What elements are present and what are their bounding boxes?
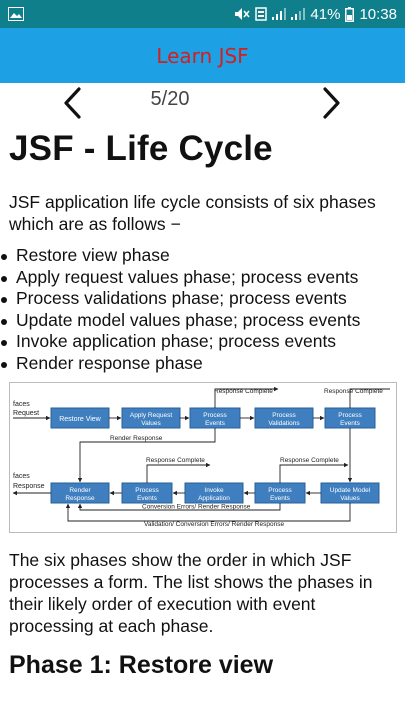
app-bar: Learn JSF bbox=[0, 28, 405, 83]
svg-text:Values: Values bbox=[340, 495, 360, 502]
lifecycle-diagram-svg: Restore View Apply Request Values Proces… bbox=[12, 386, 390, 528]
response-complete-label: Response Complete bbox=[214, 388, 273, 395]
battery-icon bbox=[345, 6, 355, 22]
svg-text:Invoke: Invoke bbox=[204, 487, 224, 494]
clock: 10:38 bbox=[359, 5, 397, 23]
restore-view-box: Restore View bbox=[50, 407, 110, 429]
top-row-arrows bbox=[13, 386, 390, 483]
svg-text:Process: Process bbox=[272, 412, 296, 419]
page-counter: 5/20 bbox=[150, 88, 190, 110]
svg-text:Values: Values bbox=[141, 420, 161, 427]
render-response-box: Render Response bbox=[50, 482, 110, 504]
svg-text:Render: Render bbox=[69, 487, 91, 494]
list-item: Render response phase bbox=[1, 353, 397, 375]
svg-text:Process: Process bbox=[203, 412, 227, 419]
svg-text:Process: Process bbox=[268, 487, 292, 494]
process-events-box: Process Events bbox=[189, 407, 241, 429]
intro-paragraph: JSF application life cycle consists of s… bbox=[9, 192, 376, 234]
chevron-left-icon bbox=[64, 87, 81, 119]
app-title: Learn JSF bbox=[156, 43, 249, 68]
previous-page-button[interactable] bbox=[52, 85, 92, 121]
list-item: Invoke application phase; process events bbox=[1, 331, 397, 353]
page-title: JSF - Life Cycle bbox=[9, 129, 273, 168]
process-validations-box: Process Validations bbox=[254, 407, 314, 429]
svg-text:Events: Events bbox=[137, 495, 158, 502]
svg-text:Application: Application bbox=[198, 495, 230, 502]
svg-text:Response: Response bbox=[65, 495, 95, 502]
bottom-row-arrows bbox=[12, 462, 351, 522]
next-page-button[interactable] bbox=[312, 85, 352, 121]
status-bar: 41% 10:38 bbox=[0, 0, 405, 28]
chevron-right-icon bbox=[323, 87, 340, 119]
process-events-box: Process Events bbox=[254, 482, 306, 504]
faces-request-label: Request bbox=[13, 410, 39, 417]
svg-text:Events: Events bbox=[270, 495, 291, 502]
render-response-label: Render Response bbox=[110, 435, 163, 442]
svg-text:Process: Process bbox=[135, 487, 159, 494]
process-events-box: Process Events bbox=[324, 407, 376, 429]
update-model-values-box: Update Model Values bbox=[320, 482, 380, 504]
response-complete-label: Response Complete bbox=[146, 457, 205, 464]
signal-icon bbox=[291, 8, 306, 20]
list-item: Process validations phase; process event… bbox=[1, 288, 397, 310]
svg-text:Restore View: Restore View bbox=[59, 416, 101, 423]
article: JSF - Life Cycle JSF application life cy… bbox=[1, 121, 397, 680]
validation-errors-label: Validation/ Conversion Errors/ Render Re… bbox=[144, 521, 284, 528]
image-icon bbox=[8, 7, 24, 21]
svg-text:Events: Events bbox=[340, 420, 361, 427]
section-heading: Phase 1: Restore view bbox=[9, 651, 274, 679]
signal-icon bbox=[272, 8, 287, 20]
battery-percent: 41% bbox=[310, 5, 341, 23]
faces-response-label: faces bbox=[13, 473, 30, 480]
response-complete-label: Response Complete bbox=[280, 457, 339, 464]
svg-text:Process: Process bbox=[338, 412, 362, 419]
faces-response-label: Response bbox=[13, 483, 45, 490]
apply-request-values-box: Apply Request Values bbox=[121, 407, 181, 429]
conversion-errors-label: Conversion Errors/ Render Response bbox=[142, 504, 251, 511]
phase-list: Restore view phase Apply request values … bbox=[1, 245, 397, 375]
lifecycle-diagram: Restore View Apply Request Values Proces… bbox=[9, 382, 397, 533]
process-events-box: Process Events bbox=[121, 482, 173, 504]
list-item: Apply request values phase; process even… bbox=[1, 267, 397, 289]
invoke-application-box: Invoke Application bbox=[184, 482, 244, 504]
data-icon bbox=[255, 7, 268, 21]
outro-paragraph: The six phases show the order in which J… bbox=[9, 550, 373, 636]
svg-text:Apply Request: Apply Request bbox=[130, 412, 172, 419]
list-item: Update model values phase; process event… bbox=[1, 310, 397, 332]
svg-text:Validations: Validations bbox=[268, 420, 300, 427]
svg-text:Events: Events bbox=[205, 420, 226, 427]
mute-icon bbox=[234, 7, 250, 21]
response-complete-label: Response Complete bbox=[324, 388, 383, 395]
svg-text:Update Model: Update Model bbox=[330, 487, 371, 494]
page-navigator: 5/20 bbox=[0, 83, 405, 121]
faces-request-label: faces bbox=[13, 401, 30, 408]
list-item: Restore view phase bbox=[1, 245, 397, 267]
